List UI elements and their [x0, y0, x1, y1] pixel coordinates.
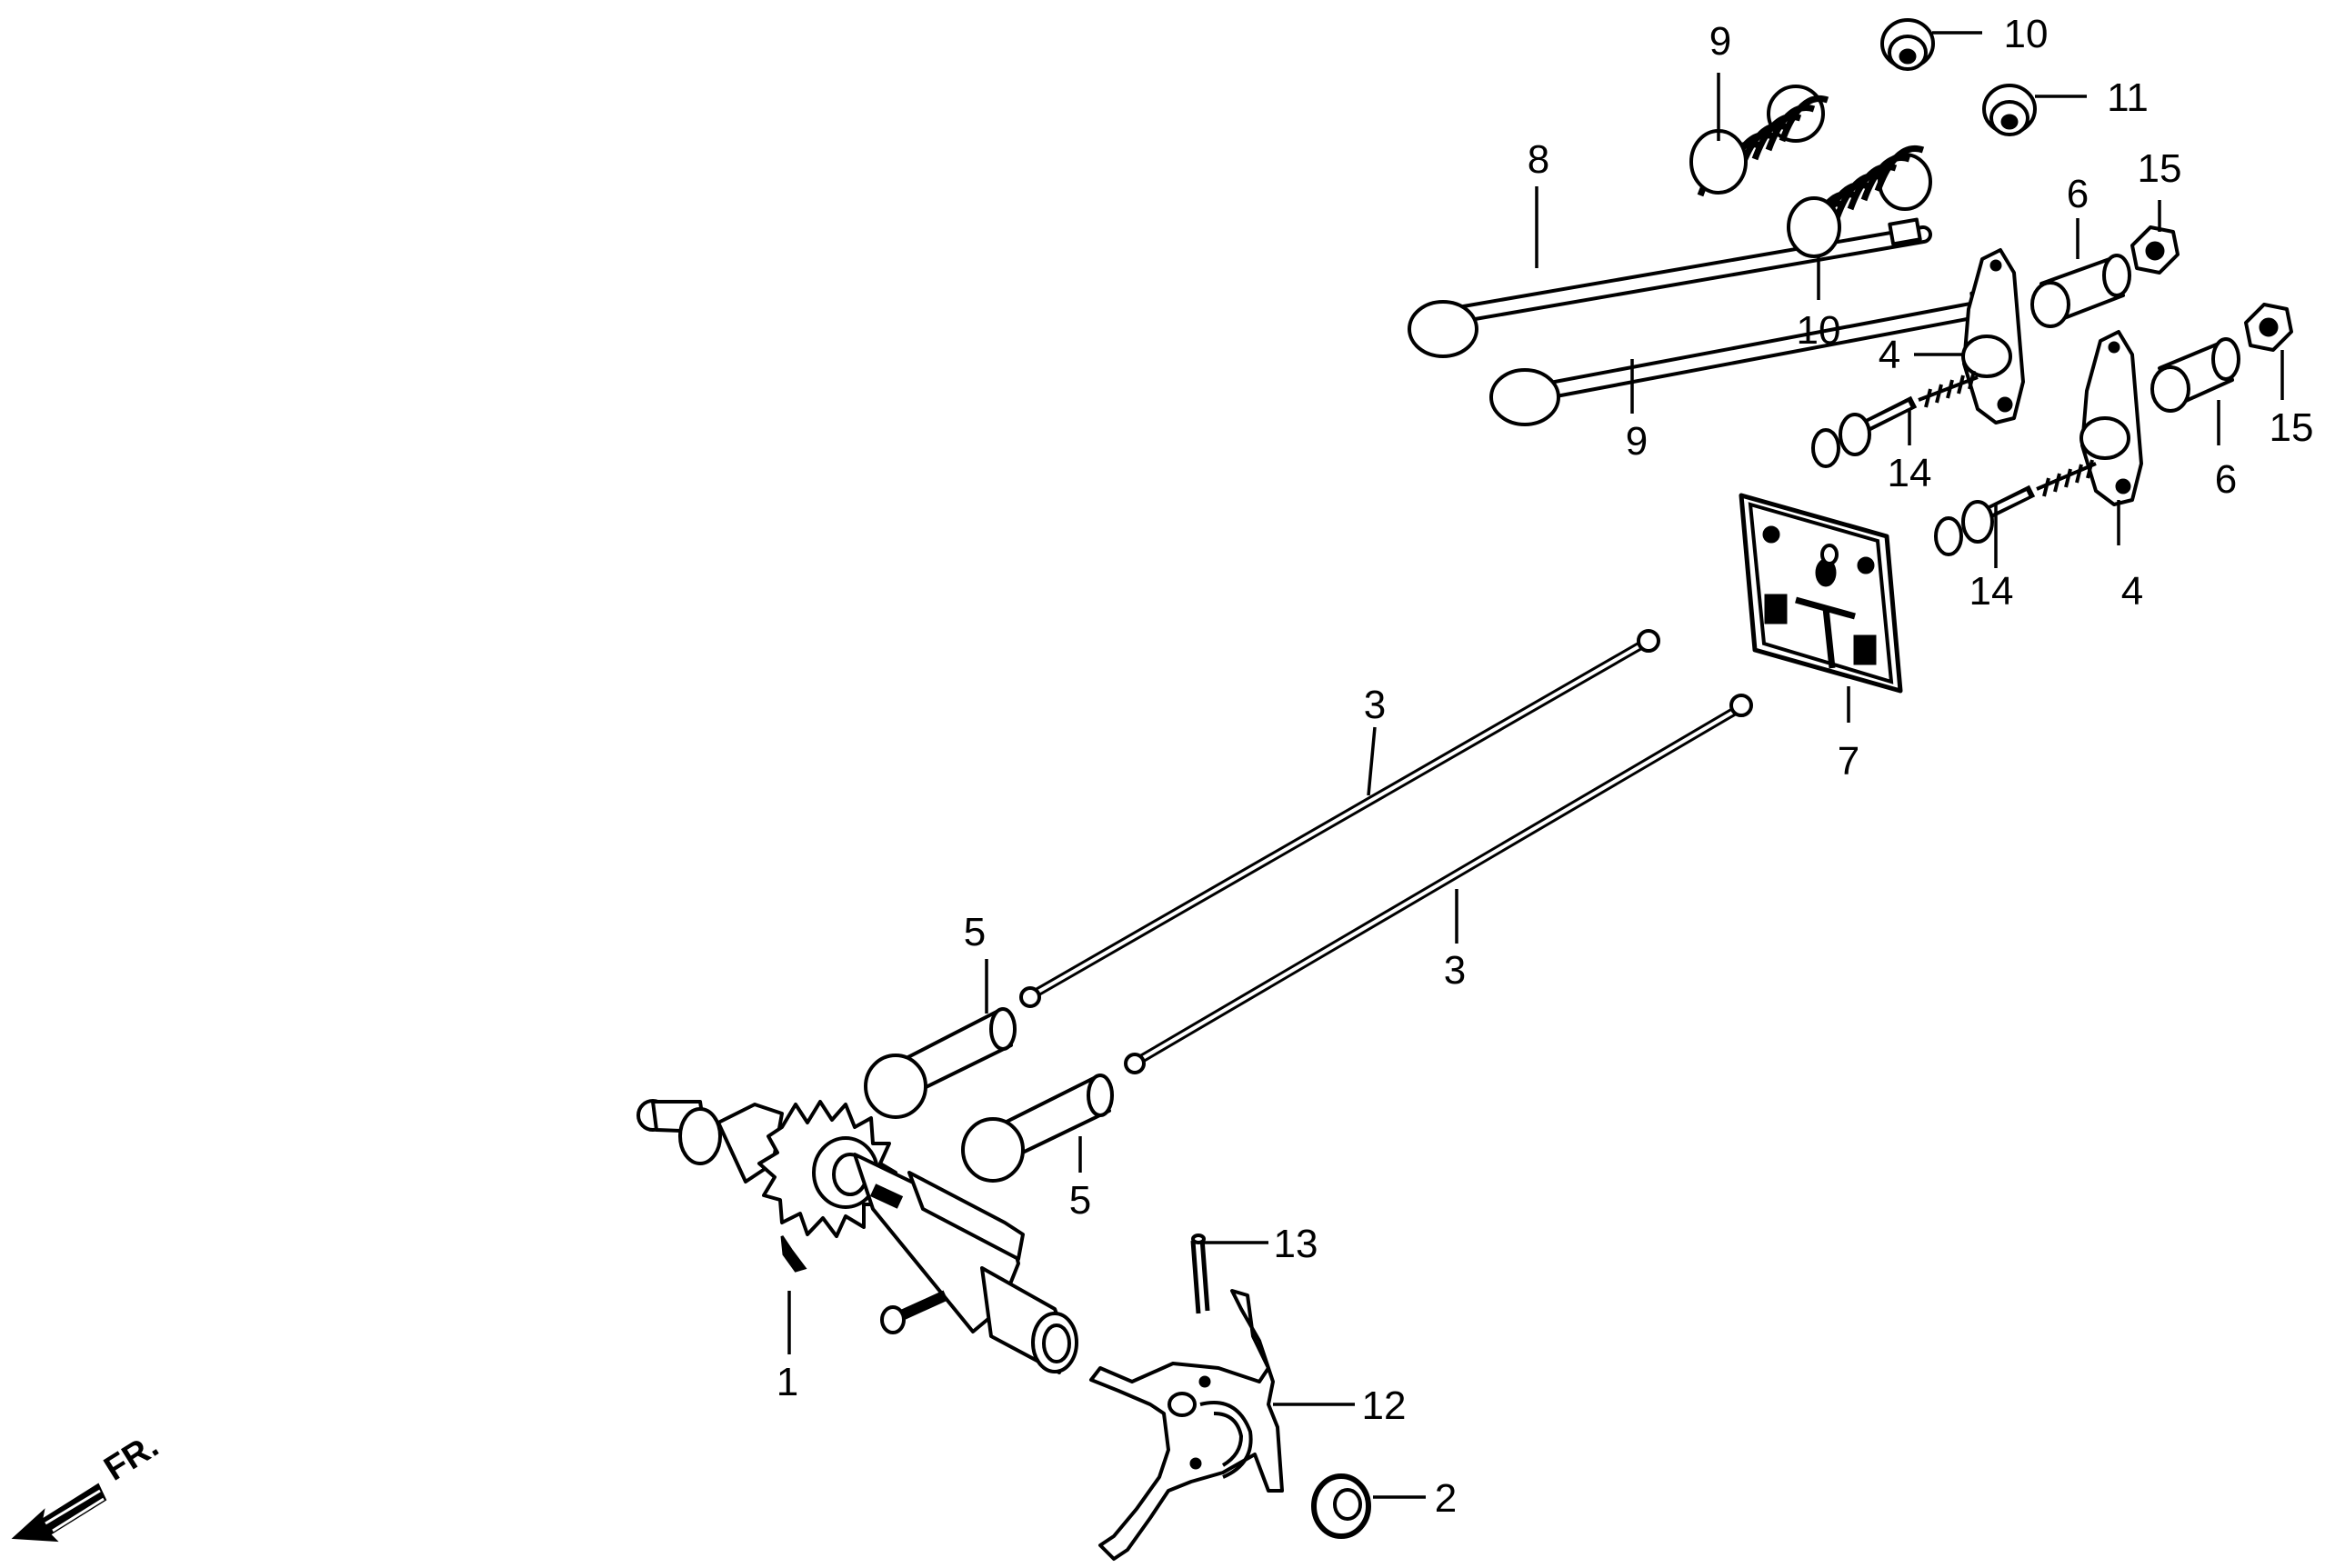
front-label: FR.	[98, 1427, 165, 1489]
guide-plate-part-11	[1739, 493, 1903, 694]
callout-10: 11	[2107, 75, 2149, 120]
callout-15: 15	[2138, 146, 2182, 191]
callout-14: 14	[1969, 569, 2014, 614]
lock-nut-part-15-upper	[2130, 225, 2180, 275]
lock-nut-part-15-lower	[2244, 303, 2293, 352]
callout-1: 1	[777, 1360, 798, 1404]
decompressor-arm-part-12	[1089, 1289, 1284, 1561]
callout-labels: 8 9 9 10 10 11 6 6 15 15 4 4 14 14 7 3 3…	[777, 12, 2314, 1521]
callout-6: 6	[2215, 457, 2237, 502]
callout-14: 14	[1888, 451, 1932, 495]
retainer-part-10-upper	[1880, 18, 1935, 71]
adjusting-nut-part-6-lower	[2150, 337, 2240, 413]
camshaft-part-1	[636, 1099, 1078, 1374]
callout-8: 9	[1626, 419, 1648, 464]
pivot-stud-part-14-upper	[1811, 370, 1979, 468]
callout-13: 13	[1274, 1222, 1318, 1266]
arrow-icon	[11, 1483, 107, 1543]
tappet-part-5-lower	[961, 1074, 1114, 1183]
rocker-arm-part-4-upper	[1961, 248, 2025, 424]
callout-6: 6	[2067, 172, 2089, 216]
callout-2: 2	[1435, 1476, 1457, 1521]
callout-3: 3	[1364, 683, 1386, 727]
callout-11: 7	[1838, 739, 1859, 784]
retainer-part-10-lower	[1982, 84, 2037, 136]
front-direction-arrow: FR.	[11, 1427, 165, 1543]
tappet-part-5-upper	[864, 1007, 1017, 1119]
push-rod-part-3-upper	[1019, 629, 1660, 1008]
callout-9: 10	[1797, 308, 1841, 353]
leader-lines	[787, 31, 2284, 1499]
washer-part-2	[1311, 1473, 1371, 1539]
callout-4: 4	[2121, 569, 2143, 614]
callout-7: 8	[1528, 137, 1549, 182]
push-rod-part-3-lower	[1124, 694, 1753, 1074]
callout-5: 5	[964, 910, 986, 954]
callout-3: 3	[1444, 948, 1466, 993]
valve-spring-part-9-upper	[1689, 85, 1829, 197]
callout-12: 12	[1362, 1383, 1407, 1428]
rocker-arm-part-4-lower	[2079, 330, 2143, 506]
callout-4: 4	[1879, 333, 1900, 377]
callout-10: 10	[2004, 12, 2049, 56]
callout-15: 15	[2270, 405, 2314, 450]
callout-9: 9	[1709, 19, 1731, 64]
valve-part-7	[1408, 217, 1932, 358]
pin-part-13	[1190, 1233, 1210, 1314]
callout-5: 5	[1069, 1178, 1091, 1223]
pivot-stud-part-14-lower	[1934, 459, 2097, 556]
valve-spring-part-9-lower	[1787, 145, 1932, 258]
adjusting-nut-part-6-upper	[2030, 254, 2131, 328]
